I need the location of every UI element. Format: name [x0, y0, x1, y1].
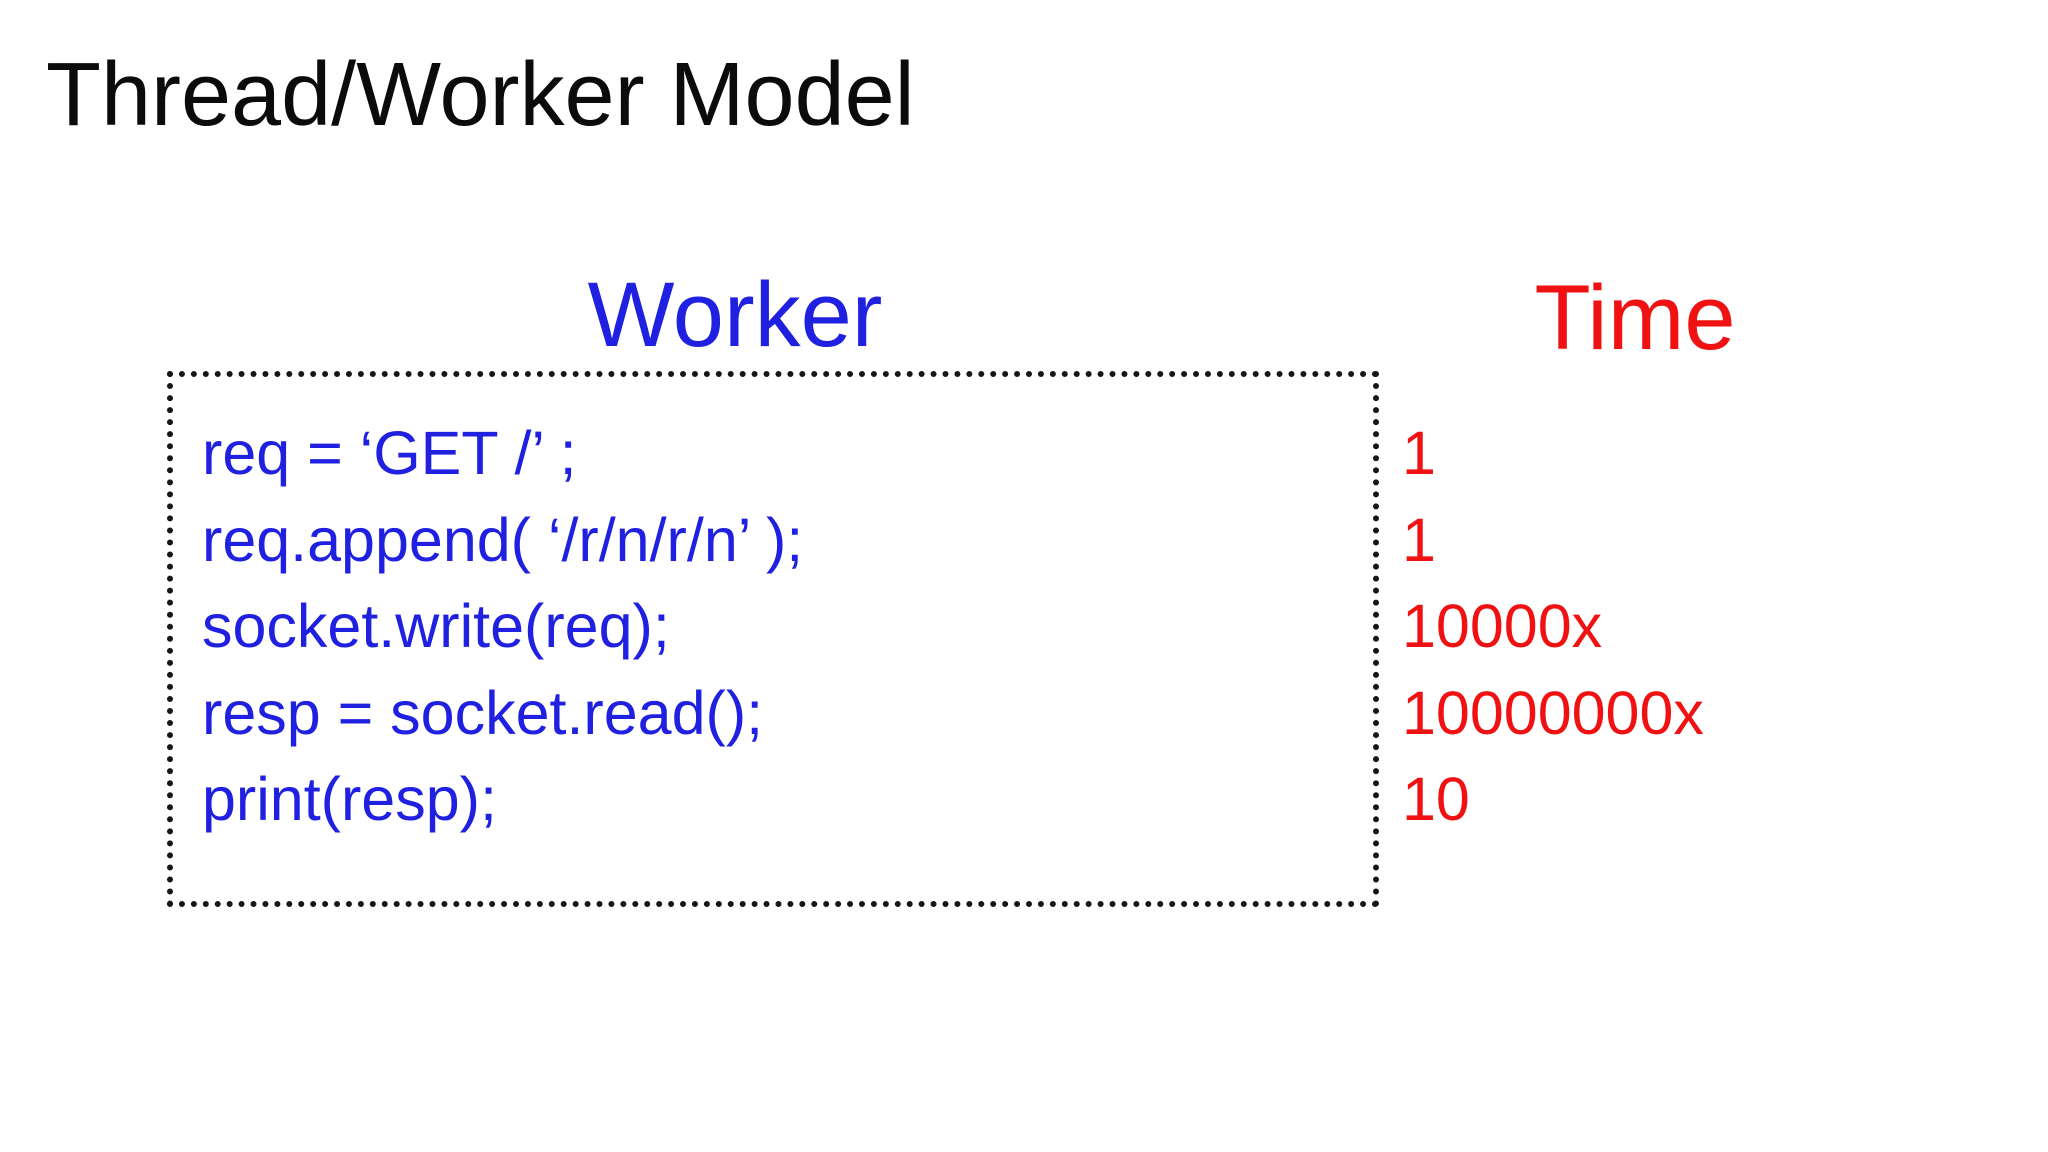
worker-code-lines: req = ‘GET /’ ; req.append( ‘/r/n/r/n’ )… [202, 410, 803, 843]
code-line: resp = socket.read(); [202, 678, 764, 747]
code-line: req.append( ‘/r/n/r/n’ ); [202, 505, 804, 574]
code-line: req = ‘GET /’ ; [202, 419, 577, 487]
code-line: print(resp); [202, 765, 497, 833]
time-value: 10000x [1402, 592, 1603, 660]
time-values: 1 1 10000x 10000000x 10 [1402, 410, 1704, 843]
slide-title: Thread/Worker Model [46, 45, 915, 145]
time-value: 1 [1402, 505, 1436, 574]
time-value: 10 [1402, 765, 1470, 833]
code-line: socket.write(req); [202, 592, 670, 660]
time-value: 1 [1402, 419, 1436, 487]
worker-code-box [167, 371, 1379, 907]
time-value: 10000000x [1402, 678, 1704, 747]
worker-column-header: Worker [587, 264, 883, 366]
time-column-header: Time [1534, 267, 1736, 369]
